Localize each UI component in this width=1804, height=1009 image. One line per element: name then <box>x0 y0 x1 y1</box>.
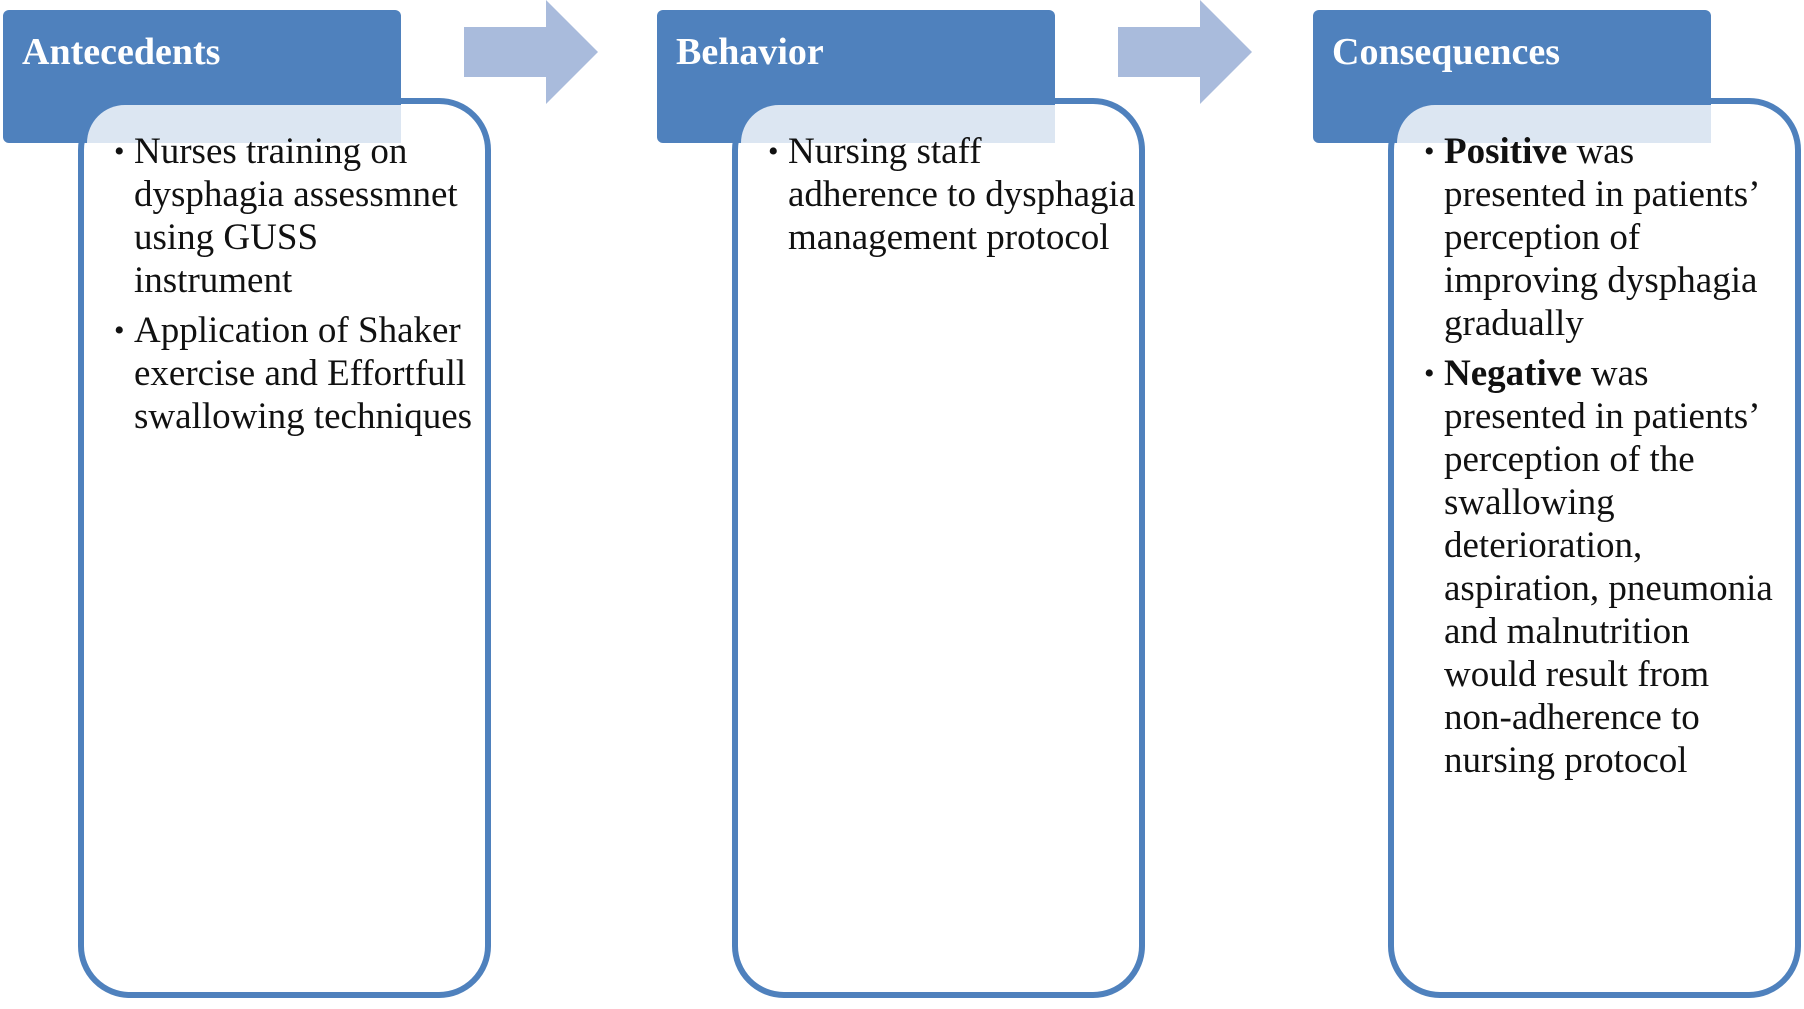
right-arrow-icon <box>1118 0 1252 104</box>
stage-antecedents: Antecedents • Nurses training on dysphagi… <box>0 0 640 1009</box>
stage-bullet-list: • Nursing staff adherence to dysphagia ma… <box>768 130 1138 266</box>
stage-content-box <box>1388 98 1801 998</box>
bullet-item: • Positive was presented in patients’ per… <box>1424 130 1776 345</box>
stage-title: Behavior <box>676 31 824 73</box>
bullet-dot-icon: • <box>1424 357 1435 390</box>
bullet-dot-icon: • <box>1424 135 1435 168</box>
arrow-shape <box>464 0 598 104</box>
bullet-lead: Negative <box>1444 353 1582 394</box>
arrow-shape <box>1118 0 1252 104</box>
header-overlap-shade <box>1397 105 1711 143</box>
stage-behavior: Behavior • Nursing staff adherence to dys… <box>654 0 1294 1009</box>
stage-bullet-list: • Nurses training on dysphagia assessmnet… <box>114 130 484 445</box>
header-overlap-shade <box>741 105 1055 143</box>
bullet-lead: Positive <box>1444 131 1568 172</box>
bullet-item: • Nursing staff adherence to dysphagia ma… <box>768 130 1138 259</box>
bullet-text: Nurses training on dysphagia assessmnet … <box>134 131 458 301</box>
stage-title: Consequences <box>1332 31 1561 73</box>
bullet-item: • Nurses training on dysphagia assessmnet… <box>114 130 484 302</box>
header-overlap-shade <box>87 105 401 143</box>
bullet-text: was presented in patients’ perception of… <box>1444 131 1758 344</box>
bullet-text: Nursing staff adherence to dysphagia man… <box>788 131 1136 258</box>
stage-content-box <box>78 98 491 998</box>
bullet-text: Application of Shaker exercise and Effor… <box>134 310 473 437</box>
bullet-text: was presented in patients’ perception of… <box>1444 353 1773 781</box>
bullet-item: • Application of Shaker exercise and Effo… <box>114 309 484 438</box>
stage-title: Antecedents <box>22 31 221 73</box>
bullet-dot-icon: • <box>114 135 125 168</box>
stage-bullet-list: • Positive was presented in patients’ per… <box>1424 130 1776 789</box>
bullet-dot-icon: • <box>114 314 125 347</box>
stage-consequences: Consequences • Positive was presented in … <box>1310 0 1804 1009</box>
right-arrow-icon <box>464 0 598 104</box>
bullet-dot-icon: • <box>768 135 779 168</box>
bullet-item: • Negative was presented in patients’ per… <box>1424 352 1776 782</box>
